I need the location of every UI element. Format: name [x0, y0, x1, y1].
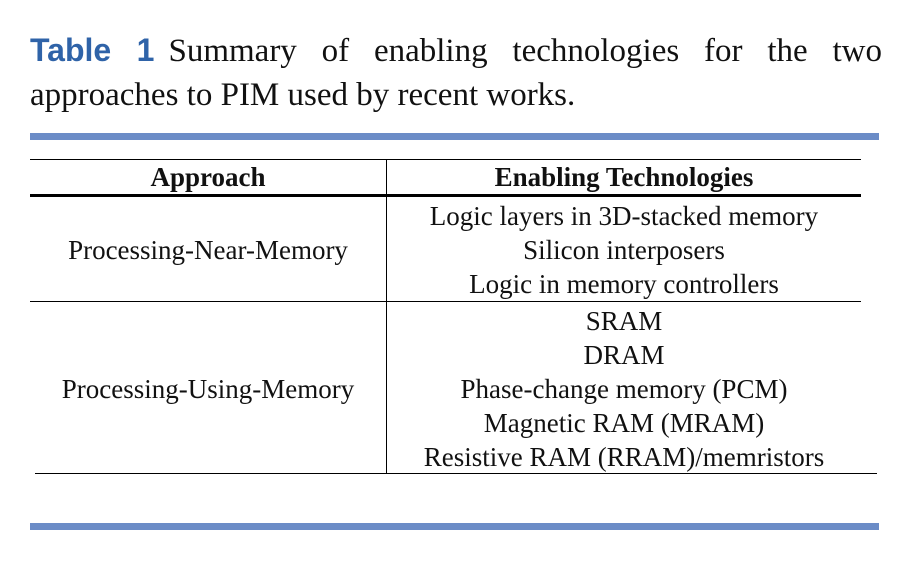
tech-item: DRAM [583, 340, 665, 370]
column-divider [386, 159, 387, 474]
bottom-rule [30, 523, 879, 530]
approach-processing-near-memory: Processing-Near-Memory [68, 235, 348, 265]
table-top-border [30, 159, 861, 160]
tech-item: Logic in memory controllers [469, 269, 779, 299]
header-bottom-border [30, 194, 861, 197]
tech-item: Silicon interposers [523, 235, 725, 265]
table-label: Table 1 [30, 32, 155, 68]
technologies-using-memory: SRAM DRAM Phase-change memory (PCM) Magn… [387, 304, 861, 474]
technologies-near-memory: Logic layers in 3D-stacked memory Silico… [387, 199, 861, 301]
header-enabling-technologies: Enabling Technologies [494, 162, 754, 192]
tech-item: Resistive RAM (RRAM)/memristors [423, 442, 825, 472]
table-bottom-border [35, 473, 877, 474]
tech-item: Magnetic RAM (MRAM) [483, 408, 765, 438]
caption-text: Summary of enabling technologies for the… [30, 33, 883, 113]
row-divider [30, 301, 861, 302]
header-approach: Approach [150, 162, 266, 192]
tech-item: SRAM [585, 306, 663, 336]
tech-item: Phase-change memory (PCM) [460, 374, 788, 404]
top-rule [30, 133, 879, 140]
tech-item: Logic layers in 3D-stacked memory [429, 201, 819, 231]
approach-processing-using-memory: Processing-Using-Memory [61, 374, 355, 404]
